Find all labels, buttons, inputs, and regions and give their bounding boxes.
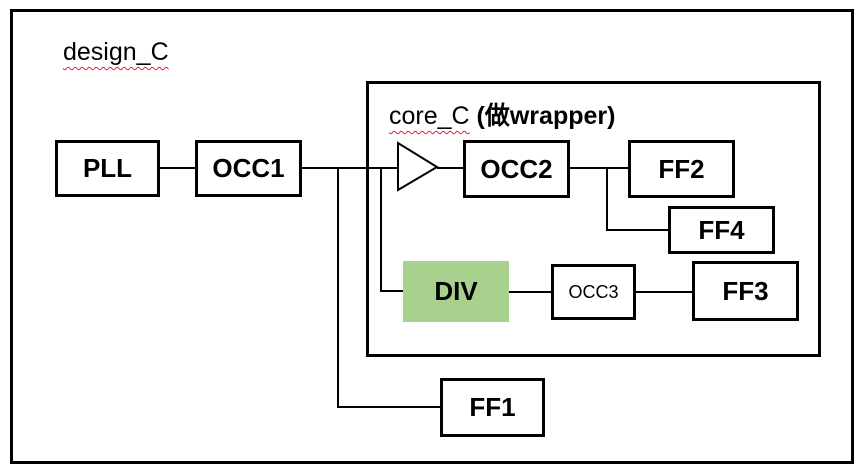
design-c-label: design_C [63, 38, 169, 66]
ff3-block: FF3 [692, 261, 799, 321]
pll-block: PLL [55, 140, 160, 197]
ff1-block: FF1 [440, 378, 545, 437]
ff2-block: FF2 [628, 140, 735, 198]
occ2-block: OCC2 [463, 140, 570, 198]
occ3-block: OCC3 [551, 264, 636, 320]
occ1-block: OCC1 [195, 140, 302, 197]
core-c-name: core_C [389, 102, 470, 130]
design-c-boundary [10, 9, 854, 464]
ff4-block: FF4 [668, 206, 775, 254]
core-c-label: core_C (做wrapper) [389, 96, 615, 132]
core-c-note: (做wrapper) [469, 102, 616, 130]
div-block: DIV [403, 261, 509, 322]
